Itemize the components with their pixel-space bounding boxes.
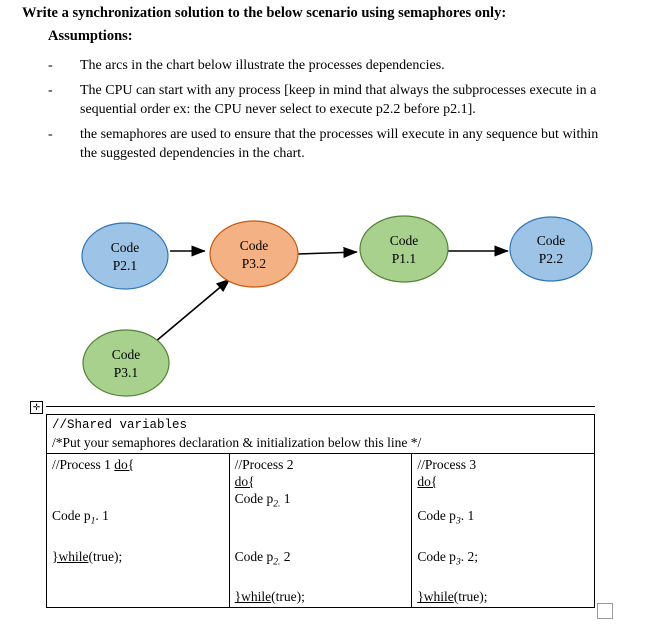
process-2-header: //Process 2: [234, 457, 294, 472]
process-1-header-text: //Process 1: [52, 457, 115, 472]
table-row-shared: //Shared variables /*Put your semaphores…: [46, 414, 595, 454]
process-2-footer-post: (true);: [271, 589, 305, 605]
process-3-code-line-2: Code p3. 2;: [417, 548, 590, 572]
spacer: [235, 571, 408, 588]
process-2-footer: }while(true);: [235, 588, 408, 605]
node-label-line2: P1.1: [392, 251, 416, 266]
process-1-footer: }while(true);: [52, 548, 225, 565]
shared-variables-cell[interactable]: //Shared variables /*Put your semaphores…: [46, 414, 595, 454]
node-label-line1: Code: [240, 238, 269, 253]
process-3-code-line-1: Code p3. 1: [417, 507, 590, 531]
process-1-code-post: . 1: [95, 508, 109, 523]
node-code-p2-1[interactable]: Code P2.1: [81, 222, 169, 290]
process-3-while-keyword: }while: [417, 589, 454, 605]
node-label-line1: Code: [112, 347, 141, 362]
process-dependency-diagram: Code P2.1 Code P3.2 Code P1.1 Code P2.2 …: [81, 215, 593, 397]
process-1-footer-post: (true);: [88, 548, 123, 564]
page-title: Write a synchronization solution to the …: [22, 5, 507, 21]
process-1-code-line: Code p1. 1: [52, 507, 225, 531]
process-3-footer: }while(true);: [417, 588, 590, 605]
process-3-code2-sub: 3: [455, 557, 461, 568]
process-1-header: //Process 1 do{: [52, 456, 225, 473]
process-3-footer-post: (true);: [453, 589, 488, 605]
code-table-wrapper: //Shared variables /*Put your semaphores…: [46, 414, 595, 609]
node-code-p2-2[interactable]: Code P2.2: [509, 216, 593, 282]
process-1-cell[interactable]: //Process 1 do{ Code p1. 1 }while(true);: [46, 452, 230, 609]
spacer: [52, 490, 225, 507]
list-item: - The CPU can start with any process [ke…: [48, 81, 618, 119]
resize-handle[interactable]: [597, 603, 613, 619]
process-2-code1-post: 1: [280, 491, 291, 506]
process-2-code2-sub: 2.: [273, 557, 281, 568]
section-divider: [46, 406, 595, 407]
node-label-line1: Code: [537, 233, 566, 248]
process-1-code-pre: Code p: [52, 508, 91, 523]
node-label-line1: Code: [390, 233, 419, 248]
assumptions-heading: Assumptions:: [48, 28, 133, 44]
process-2-code1-pre: Code p: [234, 491, 274, 506]
process-1-while-keyword: }while: [52, 548, 89, 564]
process-1-do-keyword: do{: [114, 457, 135, 472]
list-item: - the semaphores are used to ensure that…: [48, 125, 618, 163]
node-code-p3-2[interactable]: Code P3.2: [209, 220, 299, 288]
process-3-code1-post: . 1: [460, 508, 475, 523]
code-table: //Shared variables /*Put your semaphores…: [46, 414, 595, 609]
spacer: [235, 531, 408, 548]
arrow-p32-to-p11: [297, 246, 358, 259]
process-2-code2-pre: Code p: [234, 548, 274, 564]
node-label-line1: Code: [111, 240, 140, 255]
bullet-marker: -: [48, 58, 53, 73]
process-2-cell[interactable]: //Process 2 do{ Code p2. 1 Code p2. 2 }w…: [228, 452, 413, 609]
bullet-text: the semaphores are used to ensure that t…: [80, 127, 599, 161]
shared-note: /*Put your semaphores declaration & init…: [52, 435, 422, 450]
shared-comment: //Shared variables: [52, 418, 188, 432]
move-handle-icon[interactable]: ✛: [30, 401, 43, 414]
node-label-line2: P2.2: [539, 251, 563, 266]
process-2-while-keyword: }while: [234, 589, 272, 605]
process-3-code1-sub: 3: [455, 516, 461, 527]
node-code-p3-1[interactable]: Code P3.1: [82, 329, 170, 397]
process-2-code-line-1: Code p2. 1: [235, 490, 408, 514]
spacer: [417, 571, 590, 588]
spacer: [417, 490, 590, 507]
process-3-code1-pre: Code p: [417, 508, 456, 523]
node-label-line2: P2.1: [113, 258, 137, 273]
bullet-marker: -: [48, 83, 53, 98]
table-row-processes: //Process 1 do{ Code p1. 1 }while(true);…: [46, 452, 595, 609]
process-3-cell[interactable]: //Process 3 do{ Code p3. 1 Code p3. 2; }…: [411, 452, 595, 609]
bullet-text: The arcs in the chart below illustrate t…: [80, 58, 445, 73]
process-2-code-line-2: Code p2. 2: [235, 548, 408, 572]
arrow-p31-to-p32: [154, 278, 231, 343]
process-3-code2-pre: Code p: [417, 548, 456, 564]
bullet-marker: -: [48, 127, 53, 142]
node-label-line2: P3.1: [114, 365, 138, 380]
spacer: [417, 531, 590, 548]
spacer: [235, 514, 408, 531]
process-1-code-sub: 1: [90, 516, 96, 527]
process-2-code1-sub: 2.: [273, 499, 281, 510]
process-2-code2-post: 2: [280, 548, 291, 564]
process-3-header: //Process 3: [417, 457, 477, 472]
node-code-p1-1[interactable]: Code P1.1: [359, 215, 449, 283]
process-2-do-keyword: do{: [234, 474, 255, 489]
spacer: [52, 473, 225, 490]
list-item: - The arcs in the chart below illustrate…: [48, 56, 618, 75]
assumptions-list: - The arcs in the chart below illustrate…: [48, 56, 618, 169]
spacer: [52, 531, 225, 548]
process-3-do-keyword: do{: [417, 474, 438, 489]
process-3-code2-post: . 2;: [460, 548, 478, 564]
bullet-text: The CPU can start with any process [keep…: [80, 83, 597, 117]
node-label-line2: P3.2: [242, 256, 266, 271]
